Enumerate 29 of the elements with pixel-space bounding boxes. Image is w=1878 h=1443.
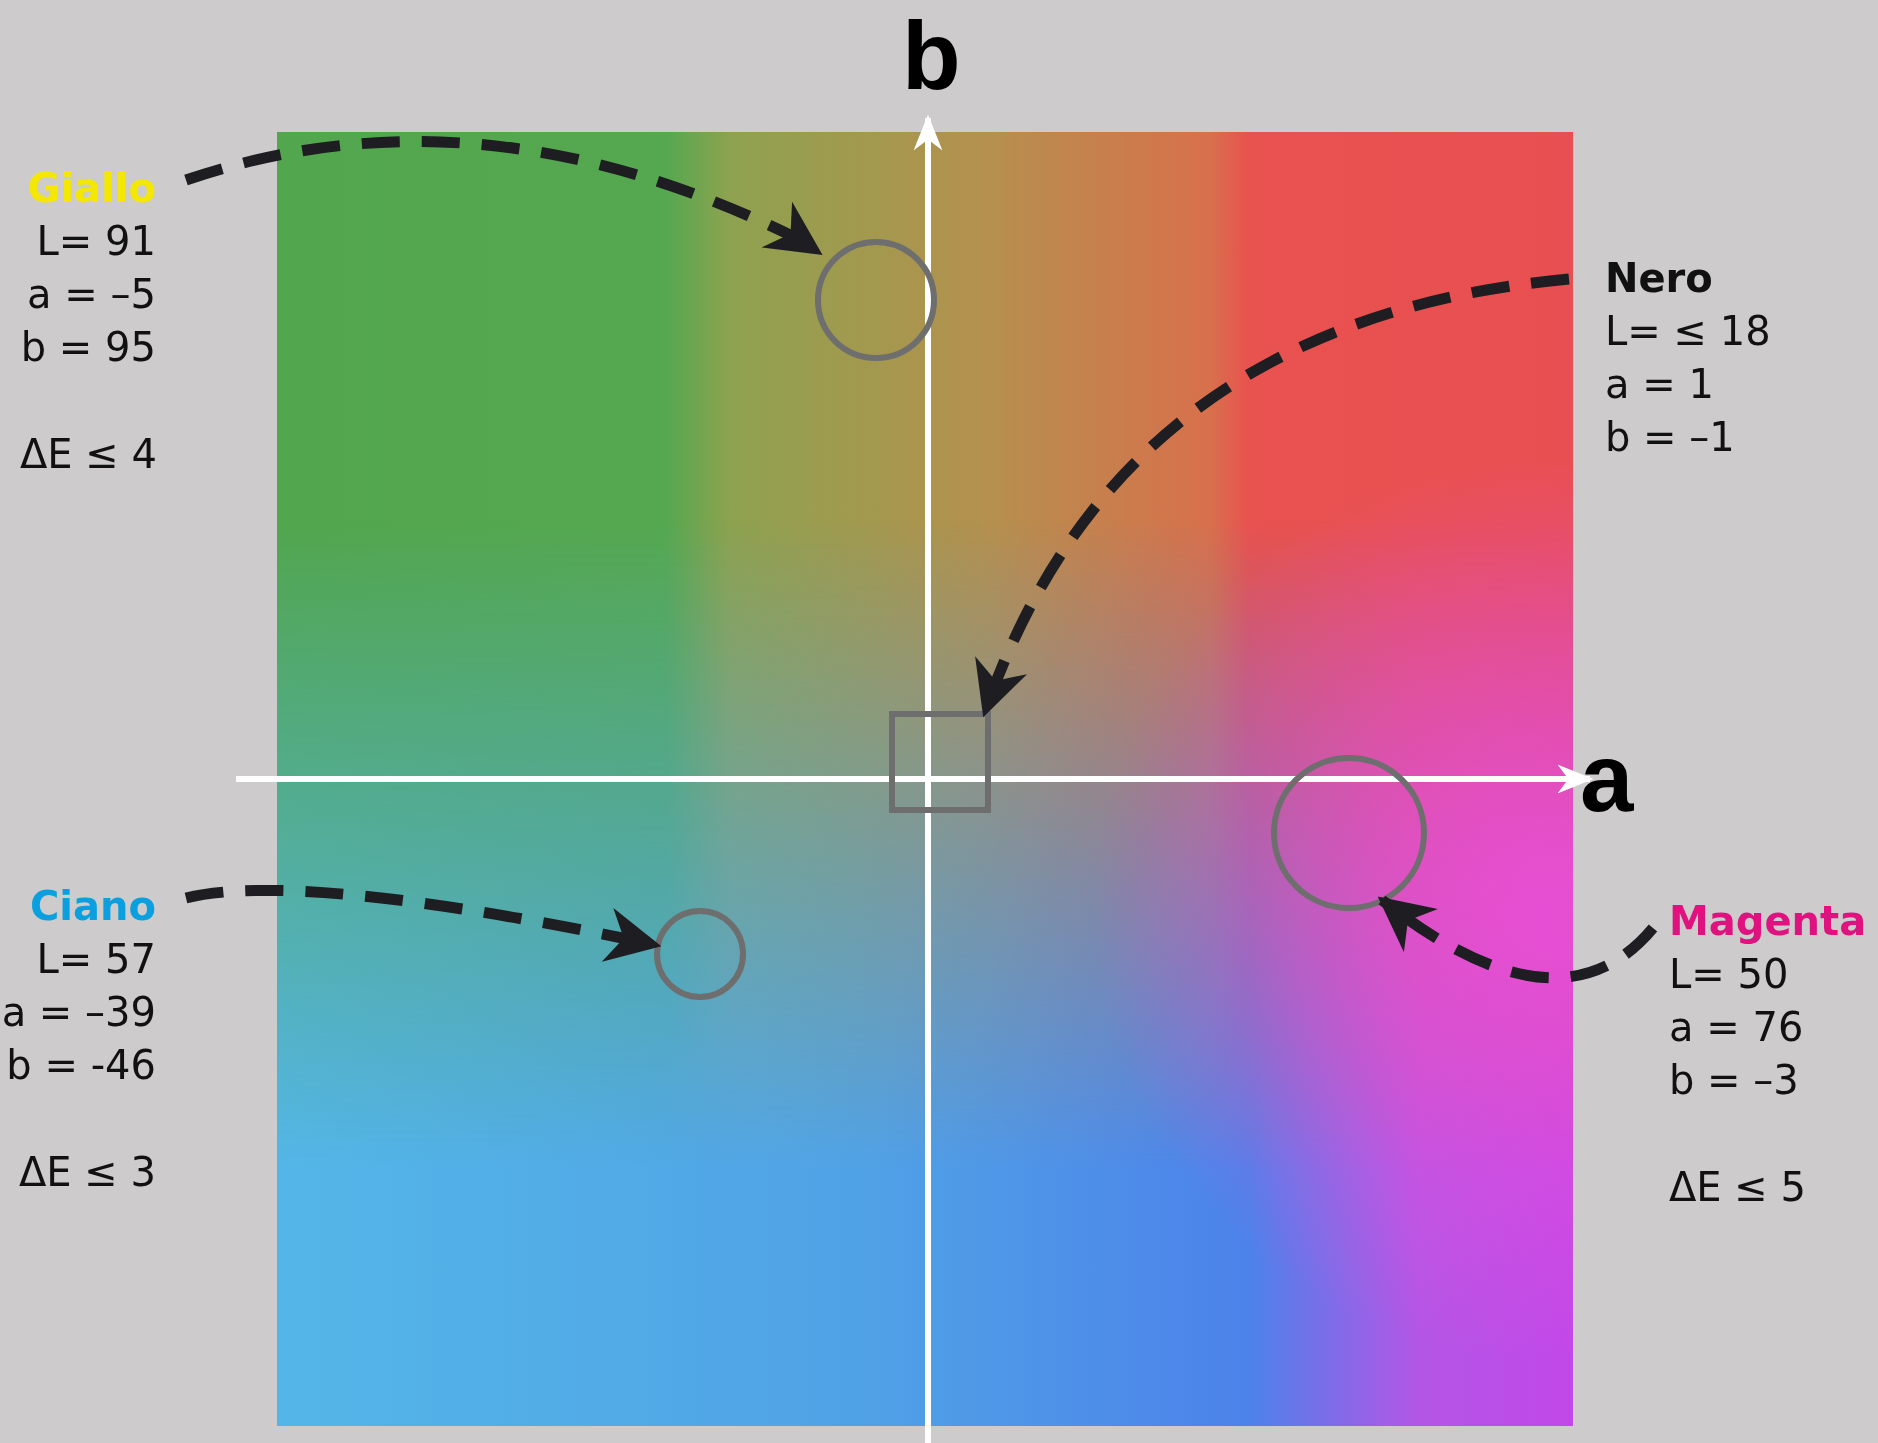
lab-value: a = –5	[27, 270, 156, 319]
color-name: Nero	[1605, 254, 1713, 303]
dashed-arrow	[184, 884, 662, 963]
dashed-arrow	[1377, 895, 1657, 984]
lab-value: b = –3	[1669, 1056, 1799, 1105]
dashed-arrow	[977, 273, 1570, 718]
dashed-arrow	[184, 136, 823, 257]
lab-value: b = -46	[6, 1041, 156, 1090]
target-circle	[654, 908, 746, 1000]
delta-e-value: ΔE ≤ 4	[20, 430, 158, 479]
lab-value: a = 76	[1669, 1003, 1804, 1052]
axis-label: a	[1580, 730, 1634, 826]
delta-e-value: ΔE ≤ 5	[1669, 1163, 1807, 1212]
target-circle	[1271, 755, 1427, 911]
lab-value: L= 57	[36, 935, 156, 984]
target-circle	[815, 239, 937, 361]
lab-value: L= 91	[36, 217, 156, 266]
lab-value: b = 95	[20, 323, 156, 372]
lab-value: L= 50	[1669, 950, 1789, 999]
lab-value: b = –1	[1605, 413, 1735, 462]
target-square	[889, 711, 991, 813]
lab-value: L= ≤ 18	[1605, 307, 1771, 356]
lab-value: a = –39	[1, 988, 156, 1037]
lab-value: a = 1	[1605, 360, 1714, 409]
delta-e-value: ΔE ≤ 3	[18, 1148, 156, 1197]
axis-label: b	[902, 8, 961, 104]
color-name: Giallo	[27, 164, 156, 213]
color-name: Ciano	[30, 882, 156, 931]
color-name: Magenta	[1669, 897, 1867, 946]
